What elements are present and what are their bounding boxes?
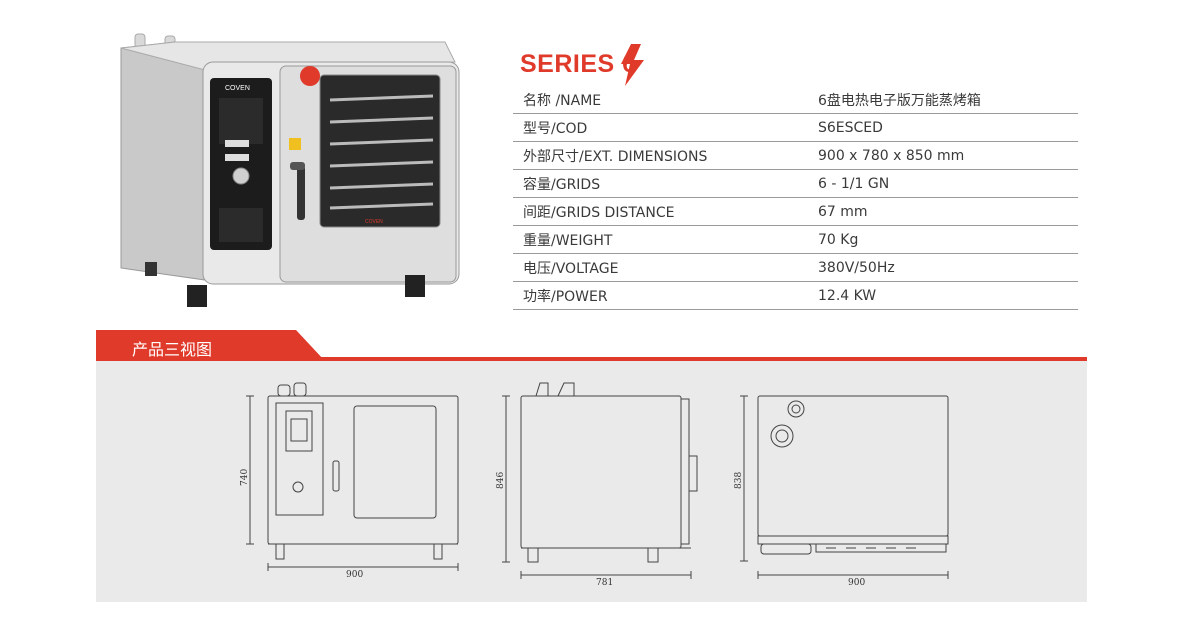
back-width-label: 900 bbox=[848, 578, 865, 588]
front-width-label: 900 bbox=[346, 570, 363, 580]
spec-value: 6盘电热电子版万能蒸烤箱 bbox=[818, 86, 1078, 114]
spec-value: 12.4 KW bbox=[818, 281, 1078, 310]
spec-value: 67 mm bbox=[818, 197, 1078, 226]
product-photo: COVEN COVEN bbox=[115, 30, 470, 310]
spec-label: 型号/COD bbox=[513, 113, 818, 142]
section-tab: 产品三视图 bbox=[96, 330, 324, 360]
spec-value: 70 Kg bbox=[818, 225, 1078, 254]
spec-label: 重量/WEIGHT bbox=[513, 225, 818, 254]
front-height-label: 740 bbox=[240, 469, 250, 486]
back-height-label: 838 bbox=[734, 472, 744, 489]
spec-label: 外部尺寸/EXT. DIMENSIONS bbox=[513, 141, 818, 170]
spec-label: 容量/GRIDS bbox=[513, 169, 818, 198]
lightning-bolt-icon bbox=[621, 44, 644, 86]
spec-label: 名称 /NAME bbox=[513, 86, 818, 114]
section-divider bbox=[96, 357, 1087, 361]
front-view bbox=[246, 382, 459, 571]
door-brand: COVEN bbox=[365, 219, 383, 225]
spec-label: 间距/GRIDS DISTANCE bbox=[513, 197, 818, 226]
brand-logo: COVEN bbox=[225, 85, 250, 92]
spec-value: 900 x 780 x 850 mm bbox=[818, 141, 1078, 170]
back-view bbox=[740, 395, 949, 579]
three-view-drawings: 740 900 846 781 838 900 bbox=[96, 361, 1087, 602]
section-title: 产品三视图 bbox=[132, 340, 213, 359]
spec-value: 6 - 1/1 GN bbox=[818, 169, 1078, 198]
series-title: SERIES 6 bbox=[520, 50, 637, 78]
spec-label: 电压/VOLTAGE bbox=[513, 253, 818, 282]
spec-value: S6ESCED bbox=[818, 113, 1078, 142]
spec-label: 功率/POWER bbox=[513, 281, 818, 310]
side-width-label: 781 bbox=[596, 578, 613, 588]
side-view bbox=[502, 382, 698, 579]
side-height-label: 846 bbox=[496, 472, 506, 489]
spec-value: 380V/50Hz bbox=[818, 253, 1078, 282]
